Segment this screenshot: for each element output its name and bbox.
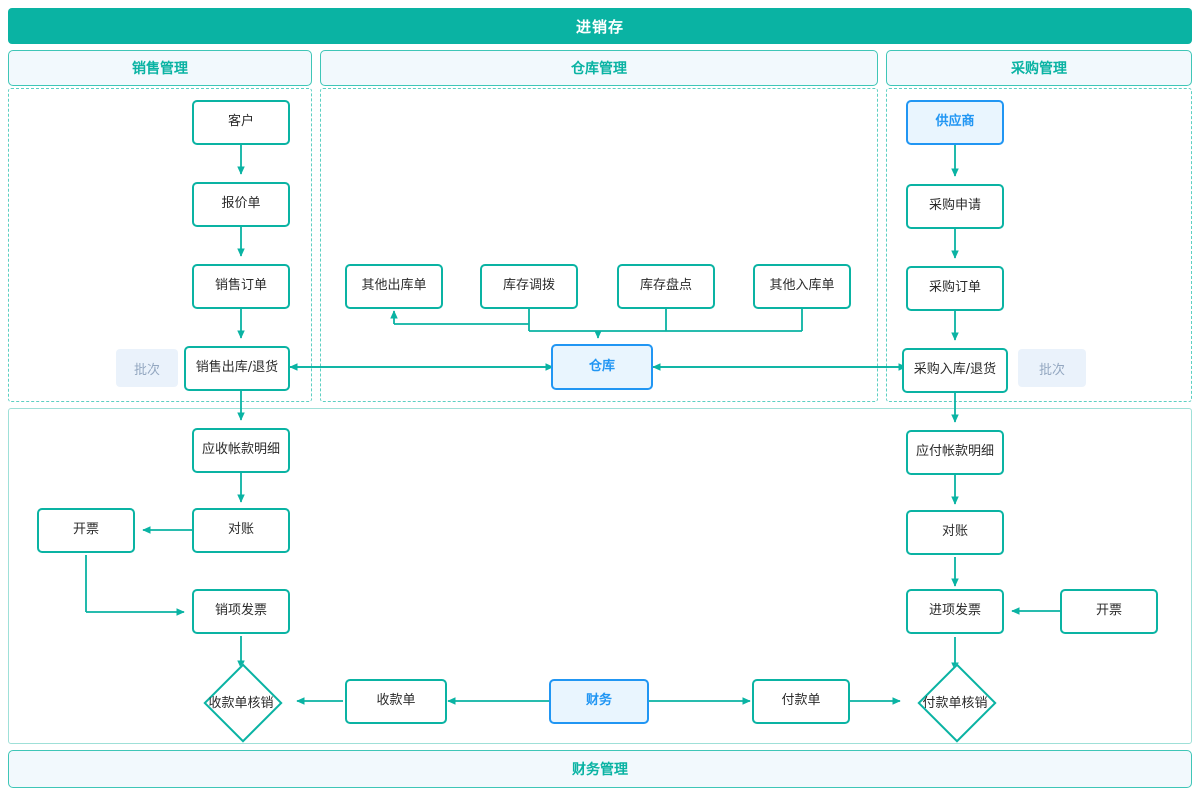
region-sales — [8, 88, 312, 402]
node-stock-transfer[interactable]: 库存调拨 — [480, 264, 578, 309]
node-sales-outbound[interactable]: 销售出库/退货 — [184, 346, 290, 391]
section-header-warehouse: 仓库管理 — [320, 50, 878, 86]
node-purchase-order[interactable]: 采购订单 — [906, 266, 1004, 311]
node-receipt-note[interactable]: 收款单 — [345, 679, 447, 724]
page-title: 进销存 — [8, 8, 1192, 44]
node-purchase-inbound[interactable]: 采购入库/退货 — [902, 348, 1008, 393]
node-invoice-purchase[interactable]: 开票 — [1060, 589, 1158, 634]
badge-batch-purchase: 批次 — [1018, 349, 1086, 387]
region-purchase — [886, 88, 1192, 402]
node-payment-writeoff-label: 付款单核销 — [922, 695, 988, 711]
node-other-inbound[interactable]: 其他入库单 — [753, 264, 851, 309]
node-receivable-detail[interactable]: 应收帐款明细 — [192, 428, 290, 473]
node-payment-writeoff[interactable]: 付款单核销 — [896, 663, 1014, 743]
node-quotation[interactable]: 报价单 — [192, 182, 290, 227]
node-receipt-writeoff-label: 收款单核销 — [208, 695, 274, 711]
node-output-invoice[interactable]: 销项发票 — [192, 589, 290, 634]
node-reconcile-sales[interactable]: 对账 — [192, 508, 290, 553]
region-warehouse — [320, 88, 878, 402]
node-input-invoice[interactable]: 进项发票 — [906, 589, 1004, 634]
node-reconcile-purchase[interactable]: 对账 — [906, 510, 1004, 555]
node-receipt-writeoff[interactable]: 收款单核销 — [182, 663, 300, 743]
node-sales-order[interactable]: 销售订单 — [192, 264, 290, 309]
node-customer[interactable]: 客户 — [192, 100, 290, 145]
section-header-finance: 财务管理 — [8, 750, 1192, 788]
node-warehouse[interactable]: 仓库 — [551, 344, 653, 390]
node-payment-note[interactable]: 付款单 — [752, 679, 850, 724]
node-purchase-request[interactable]: 采购申请 — [906, 184, 1004, 229]
node-payable-detail[interactable]: 应付帐款明细 — [906, 430, 1004, 475]
node-invoice-sales[interactable]: 开票 — [37, 508, 135, 553]
node-stock-count[interactable]: 库存盘点 — [617, 264, 715, 309]
node-finance-hub[interactable]: 财务 — [549, 679, 649, 724]
node-supplier[interactable]: 供应商 — [906, 100, 1004, 145]
section-header-purchase: 采购管理 — [886, 50, 1192, 86]
node-other-outbound[interactable]: 其他出库单 — [345, 264, 443, 309]
badge-batch-sales: 批次 — [116, 349, 178, 387]
region-finance — [8, 408, 1192, 744]
section-header-sales: 销售管理 — [8, 50, 312, 86]
